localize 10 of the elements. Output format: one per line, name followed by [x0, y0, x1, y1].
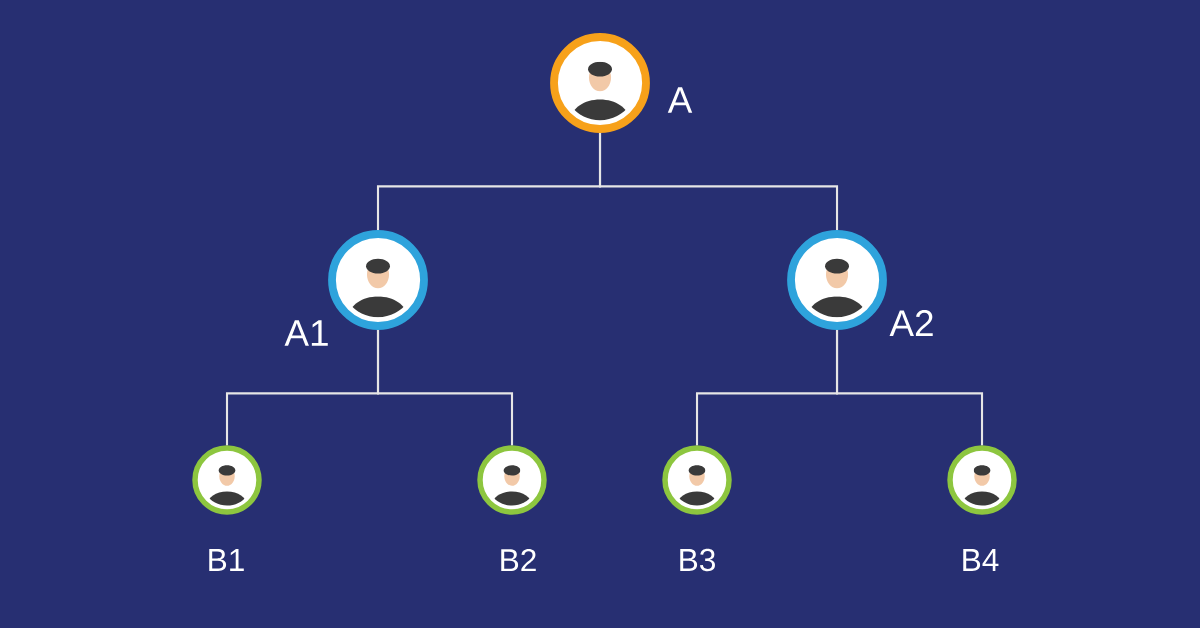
- connector-line: [376, 329, 514, 446]
- node-label: A2: [889, 310, 933, 336]
- connector-line: [835, 329, 984, 446]
- node-label: A: [667, 87, 693, 113]
- node-label: B3: [680, 548, 715, 572]
- node-label: B1: [209, 549, 244, 571]
- node-label: B4: [963, 549, 999, 571]
- node-label: B2: [501, 548, 536, 572]
- node-label: A1: [284, 320, 328, 346]
- connector-line: [598, 132, 839, 231]
